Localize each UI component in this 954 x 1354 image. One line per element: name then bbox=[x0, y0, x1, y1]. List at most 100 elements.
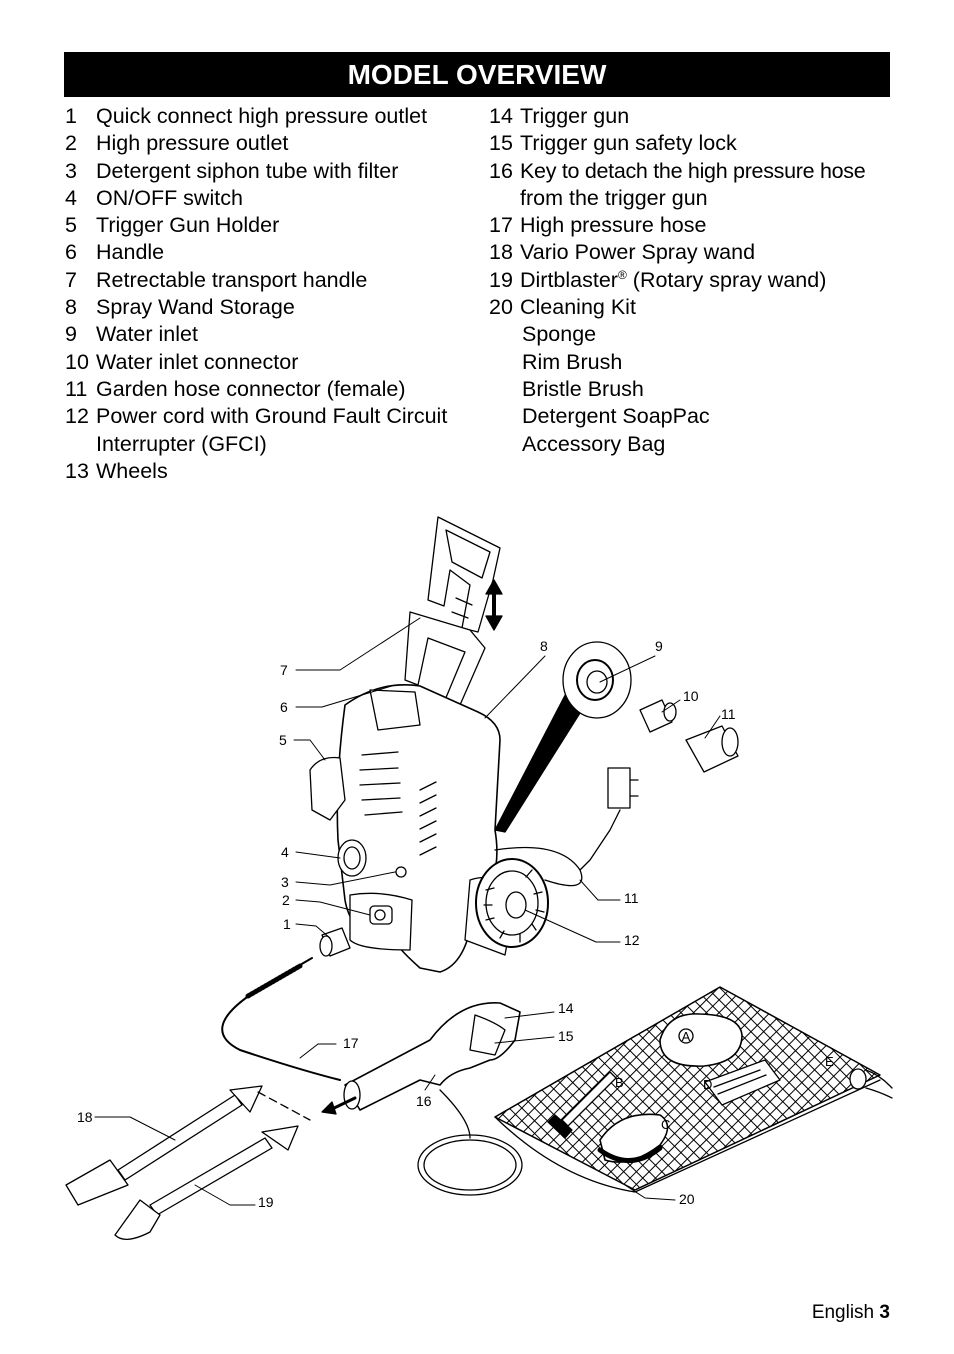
transport-handle bbox=[427, 516, 501, 633]
item-number: 16 bbox=[489, 158, 513, 183]
kit-letter-a: A bbox=[682, 1029, 691, 1044]
item-text: Trigger gun safety lock bbox=[520, 131, 737, 156]
kit-item: Sponge bbox=[522, 322, 597, 347]
item-number: 19 bbox=[489, 267, 513, 292]
list-item: 16 Key to detach the high pressure hose bbox=[489, 158, 909, 185]
item-text: Quick connect high pressure outlet bbox=[96, 104, 428, 128]
water-inlet-connector bbox=[639, 699, 677, 733]
item-number: 17 bbox=[489, 213, 513, 238]
callout-7: 7 bbox=[280, 662, 288, 678]
gfci-plug-icon bbox=[607, 767, 639, 809]
callout-16: 16 bbox=[416, 1093, 432, 1109]
kit-item: Rim Brush bbox=[522, 349, 623, 374]
item-number: 2 bbox=[65, 131, 77, 156]
power-cord bbox=[494, 809, 621, 887]
page-footer: English 3 bbox=[812, 1302, 890, 1324]
callout-14: 14 bbox=[558, 1000, 574, 1016]
callout-19: 19 bbox=[258, 1194, 274, 1210]
item-number: 3 bbox=[65, 158, 77, 183]
callout-leaders bbox=[94, 617, 721, 1206]
item-text: Vario Power Spray wand bbox=[520, 240, 756, 265]
item-number: 20 bbox=[489, 295, 513, 320]
list-item: 7 Retrectable transport handle bbox=[65, 267, 480, 294]
rim-brush bbox=[547, 1071, 617, 1139]
item-text: Retrectable transport handle bbox=[96, 267, 368, 292]
callout-4: 4 bbox=[281, 844, 289, 860]
detergent-soappac bbox=[704, 1059, 781, 1106]
item-number: 18 bbox=[489, 240, 513, 265]
item-text: Trigger gun bbox=[520, 104, 630, 128]
kit-item: Detergent SoapPac bbox=[522, 404, 710, 429]
callout-6: 6 bbox=[280, 699, 288, 715]
kit-item: Accessory Bag bbox=[522, 431, 666, 456]
registered-mark: ® bbox=[617, 267, 627, 282]
callout-18: 18 bbox=[77, 1109, 93, 1125]
item-number: 9 bbox=[65, 322, 77, 347]
item-number: 8 bbox=[65, 295, 77, 320]
trigger-gun bbox=[321, 1002, 521, 1115]
page-title: MODEL OVERVIEW bbox=[64, 52, 890, 97]
double-arrow-icon bbox=[485, 579, 503, 631]
callout-17: 17 bbox=[343, 1035, 359, 1051]
callout-2: 2 bbox=[282, 892, 290, 908]
item-number: 7 bbox=[65, 267, 77, 292]
item-number: 15 bbox=[489, 131, 513, 156]
callout-5: 5 bbox=[279, 732, 287, 748]
list-item-continuation: from the trigger gun bbox=[489, 185, 909, 212]
item-text: Dirtblaster® (Rotary spray wand) bbox=[520, 267, 909, 294]
high-pressure-outlet bbox=[369, 905, 393, 925]
kit-letter-c: C bbox=[661, 1117, 670, 1132]
wheel-icon bbox=[475, 858, 549, 948]
quick-connect-outlet bbox=[319, 927, 351, 957]
bristle-brush bbox=[597, 1113, 669, 1163]
callout-11-cord: 11 bbox=[624, 890, 639, 906]
item-text: from the trigger gun bbox=[520, 185, 708, 210]
water-inlet-detail bbox=[494, 641, 632, 833]
callout-20: 20 bbox=[679, 1191, 695, 1207]
list-item: 19 Dirtblaster® (Rotary spray wand) bbox=[489, 267, 909, 294]
item-text: Key to detach the high pressure hose bbox=[520, 158, 866, 183]
sponge bbox=[659, 1013, 743, 1067]
kit-letter-d: D bbox=[703, 1077, 712, 1092]
page-number: 3 bbox=[879, 1302, 890, 1323]
item-text: Garden hose connector (female) bbox=[96, 376, 406, 401]
callout-10: 10 bbox=[683, 688, 699, 704]
list-item: 2 High pressure outlet bbox=[65, 130, 480, 157]
callout-labels: 7 6 5 4 3 2 1 8 9 10 11 11 12 14 15 16 1… bbox=[77, 638, 736, 1210]
item-number: 10 bbox=[65, 349, 89, 374]
handle bbox=[404, 611, 486, 706]
callout-3: 3 bbox=[281, 874, 289, 890]
item-text: High pressure hose bbox=[520, 213, 707, 238]
kit-letter-labels: A B C D E bbox=[615, 1028, 834, 1132]
item-text: Water inlet connector bbox=[96, 349, 299, 374]
callout-1: 1 bbox=[283, 916, 291, 932]
detergent-siphon-icon bbox=[395, 866, 407, 878]
footer-language: English bbox=[811, 1302, 875, 1323]
item-text: ON/OFF switch bbox=[96, 185, 243, 210]
list-item-continuation: Interrupter (GFCI) bbox=[65, 431, 480, 458]
hose-coil bbox=[417, 1089, 523, 1196]
item-text-after: (Rotary spray wand) bbox=[626, 267, 827, 292]
power-switch-icon bbox=[337, 839, 367, 877]
item-text: Detergent siphon tube with filter bbox=[96, 158, 399, 183]
item-text: Power cord with Ground Fault Circuit bbox=[96, 404, 448, 429]
item-text: High pressure outlet bbox=[96, 131, 289, 156]
item-text: Handle bbox=[96, 240, 165, 265]
kit-item: Bristle Brush bbox=[522, 376, 644, 401]
callout-15: 15 bbox=[558, 1028, 574, 1044]
accessory-bag bbox=[494, 986, 881, 1193]
item-text: Wheels bbox=[96, 458, 168, 483]
item-number: 12 bbox=[65, 404, 89, 429]
